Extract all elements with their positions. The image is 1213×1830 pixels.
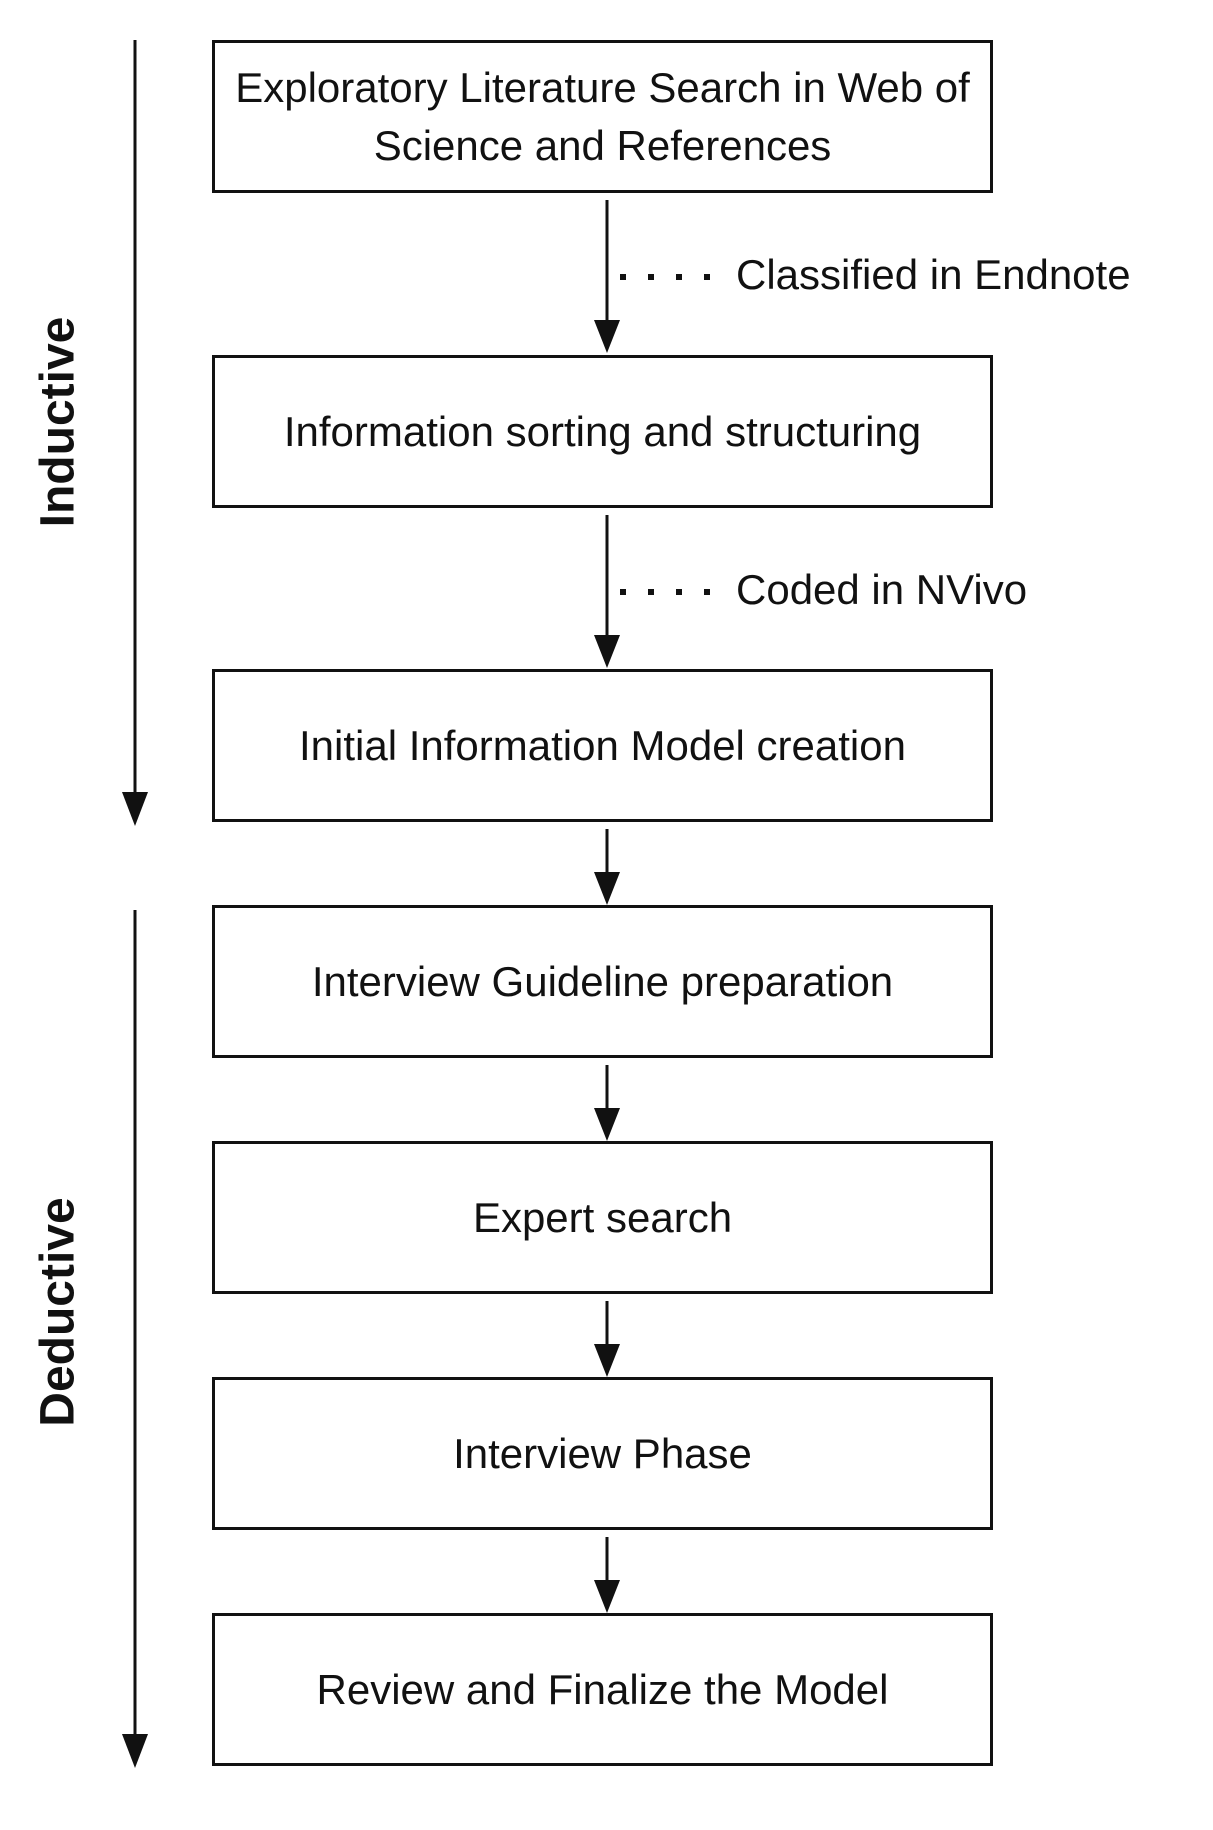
step-arrow-5-6 — [594, 1301, 620, 1377]
step-review-finalize: Review and Finalize the Model — [212, 1613, 993, 1766]
step-expert-search: Expert search — [212, 1141, 993, 1294]
step-arrow-4-5 — [594, 1065, 620, 1141]
deductive-phase-arrow — [122, 910, 148, 1768]
step-arrow-6-7 — [594, 1537, 620, 1613]
step-arrow-3-4 — [594, 829, 620, 905]
step-interview-guideline: Interview Guideline preparation — [212, 905, 993, 1058]
step-literature-search: Exploratory Literature Search in Web of … — [212, 40, 993, 193]
step-label: Exploratory Literature Search in Web of … — [235, 63, 970, 169]
step-arrow-2-3 — [594, 515, 620, 668]
step-arrow-1-2 — [594, 200, 620, 353]
step-label: Review and Finalize the Model — [316, 1665, 889, 1713]
step-label: Interview Guideline preparation — [311, 957, 894, 1005]
step-label: Information sorting and structuring — [283, 407, 922, 455]
note-coded-nvivo: Coded in NVivo — [736, 566, 1028, 613]
deductive-phase-label: Deductive — [31, 1197, 85, 1427]
step-label: Initial Information Model creation — [299, 721, 906, 769]
inductive-phase-label: Inductive — [31, 316, 85, 528]
step-label: Interview Phase — [453, 1429, 752, 1477]
step-information-sorting: Information sorting and structuring — [212, 355, 993, 508]
note-classified-endnote: Classified in Endnote — [736, 251, 1131, 298]
inductive-phase-arrow — [122, 40, 148, 826]
step-label: Expert search — [472, 1193, 733, 1241]
step-initial-model-creation: Initial Information Model creation — [212, 669, 993, 822]
step-interview-phase: Interview Phase — [212, 1377, 993, 1530]
